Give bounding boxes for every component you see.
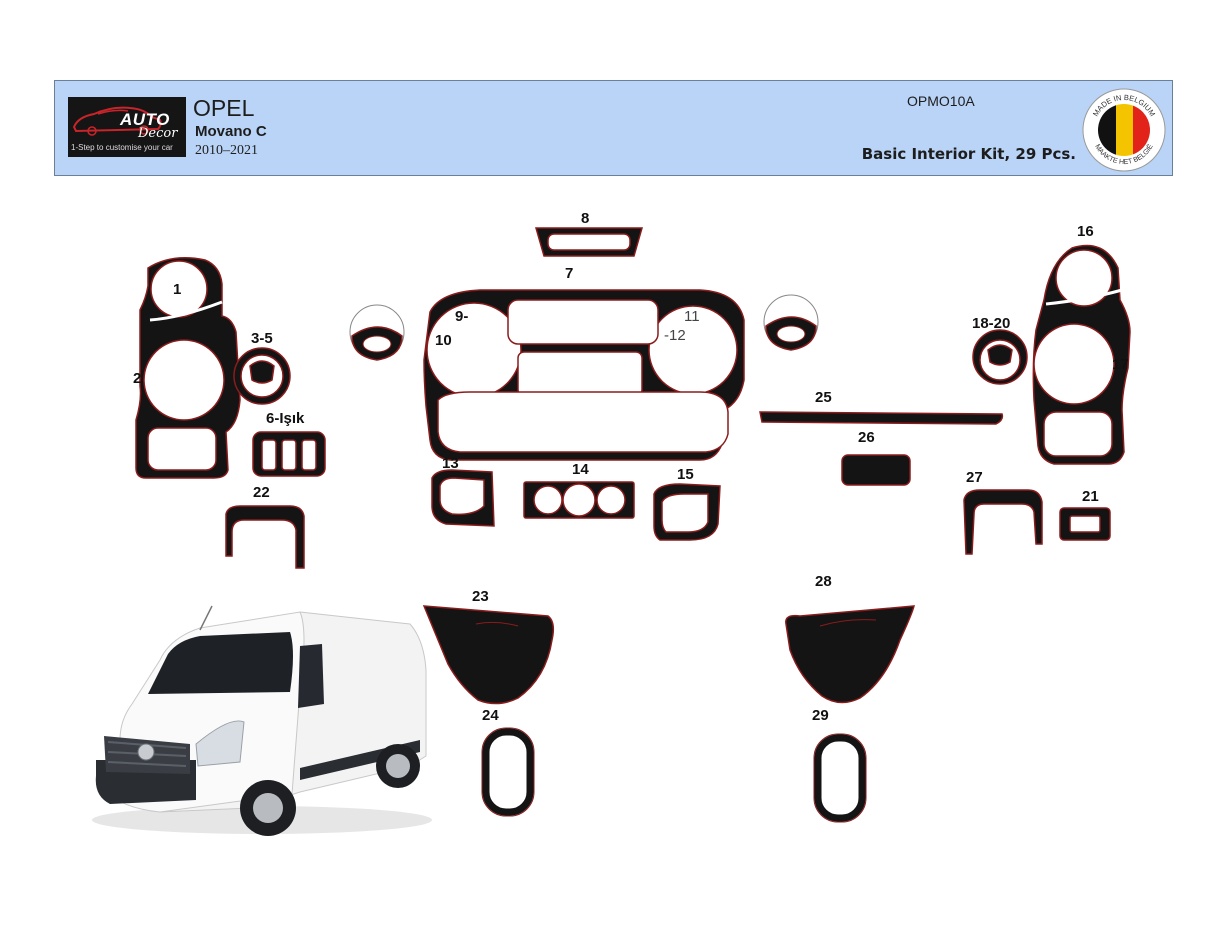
label-part-15: 15 xyxy=(677,466,694,483)
label-part-11: 11 xyxy=(684,308,700,325)
part-6-switch-frame xyxy=(252,431,326,477)
part-3-5-ring xyxy=(233,347,291,405)
part-27-trim xyxy=(963,489,1043,555)
kit-title: Basic Interior Kit, 29 Pcs. xyxy=(861,145,1076,163)
logo-word-auto: AUTO xyxy=(120,110,170,129)
part-25-strip xyxy=(759,411,1004,425)
part-21-frame xyxy=(1059,507,1111,541)
label-part-1: 1 xyxy=(173,281,182,298)
car-silhouette-icon xyxy=(72,106,162,136)
label-part-6: 6-Işık xyxy=(266,410,305,427)
vehicle-years: 2010–2021 xyxy=(195,143,258,158)
label-part-18-20: 18-20 xyxy=(972,315,1011,332)
label-part-2: 2 xyxy=(133,370,142,387)
part-23-lower-console xyxy=(422,605,555,705)
opel-movano-van-illustration xyxy=(92,605,432,836)
belgian-flag-icon xyxy=(1098,104,1150,156)
part-7-center-console xyxy=(423,289,745,461)
label-part-3-5: 3-5 xyxy=(251,330,273,347)
part-28-lower-console xyxy=(785,605,915,704)
part-8-top-trim xyxy=(535,227,643,257)
part-24-oval-ring xyxy=(481,727,535,817)
label-part-24: 24 xyxy=(482,707,499,724)
label-part-7: 7 xyxy=(565,265,574,282)
label-part-21: 21 xyxy=(1082,488,1099,505)
logo-word-decor: Decor xyxy=(138,126,178,141)
label-part-10: 10 xyxy=(435,332,452,349)
vehicle-brand: OPEL xyxy=(193,95,255,121)
part-15-trim xyxy=(653,483,721,541)
right-vent-ring xyxy=(763,294,819,351)
part-26-block xyxy=(841,454,911,486)
label-part-12: -12 xyxy=(664,327,686,344)
header-banner: AUTO Decor 1-Step to customise your car … xyxy=(54,80,1173,176)
part-13-trim xyxy=(431,469,495,527)
label-part-23: 23 xyxy=(472,588,489,605)
label-part-22: 22 xyxy=(253,484,270,501)
label-part-14: 14 xyxy=(572,461,589,478)
part-18-20-ring xyxy=(972,329,1028,385)
label-part-16: 16 xyxy=(1077,223,1094,240)
logo-tagline: 1-Step to customise your car xyxy=(71,143,173,152)
label-part-28: 28 xyxy=(815,573,832,590)
part-16-17-right-panel xyxy=(1032,244,1131,465)
autodecor-logo: AUTO Decor 1-Step to customise your car xyxy=(68,97,186,157)
part-1-2-left-panel xyxy=(135,257,241,479)
label-part-25: 25 xyxy=(815,389,832,406)
label-part-9: 9- xyxy=(455,308,469,325)
label-part-29: 29 xyxy=(812,707,829,724)
made-in-belgium-badge: MADE IN BELGIUM MAAKTE HET BELGIË xyxy=(1082,88,1166,172)
label-part-17: 17 xyxy=(1112,356,1129,373)
left-vent-ring xyxy=(349,304,405,361)
label-part-27: 27 xyxy=(966,469,983,486)
product-code: OPMO10A xyxy=(907,93,975,109)
part-14-climate-panel xyxy=(523,481,635,519)
vehicle-model: Movano C xyxy=(195,123,267,140)
part-22-trim xyxy=(225,505,305,569)
part-29-oval-ring xyxy=(813,733,867,823)
label-part-26: 26 xyxy=(858,429,875,446)
label-part-13: 13 xyxy=(442,455,459,472)
label-part-8: 8 xyxy=(581,210,590,227)
